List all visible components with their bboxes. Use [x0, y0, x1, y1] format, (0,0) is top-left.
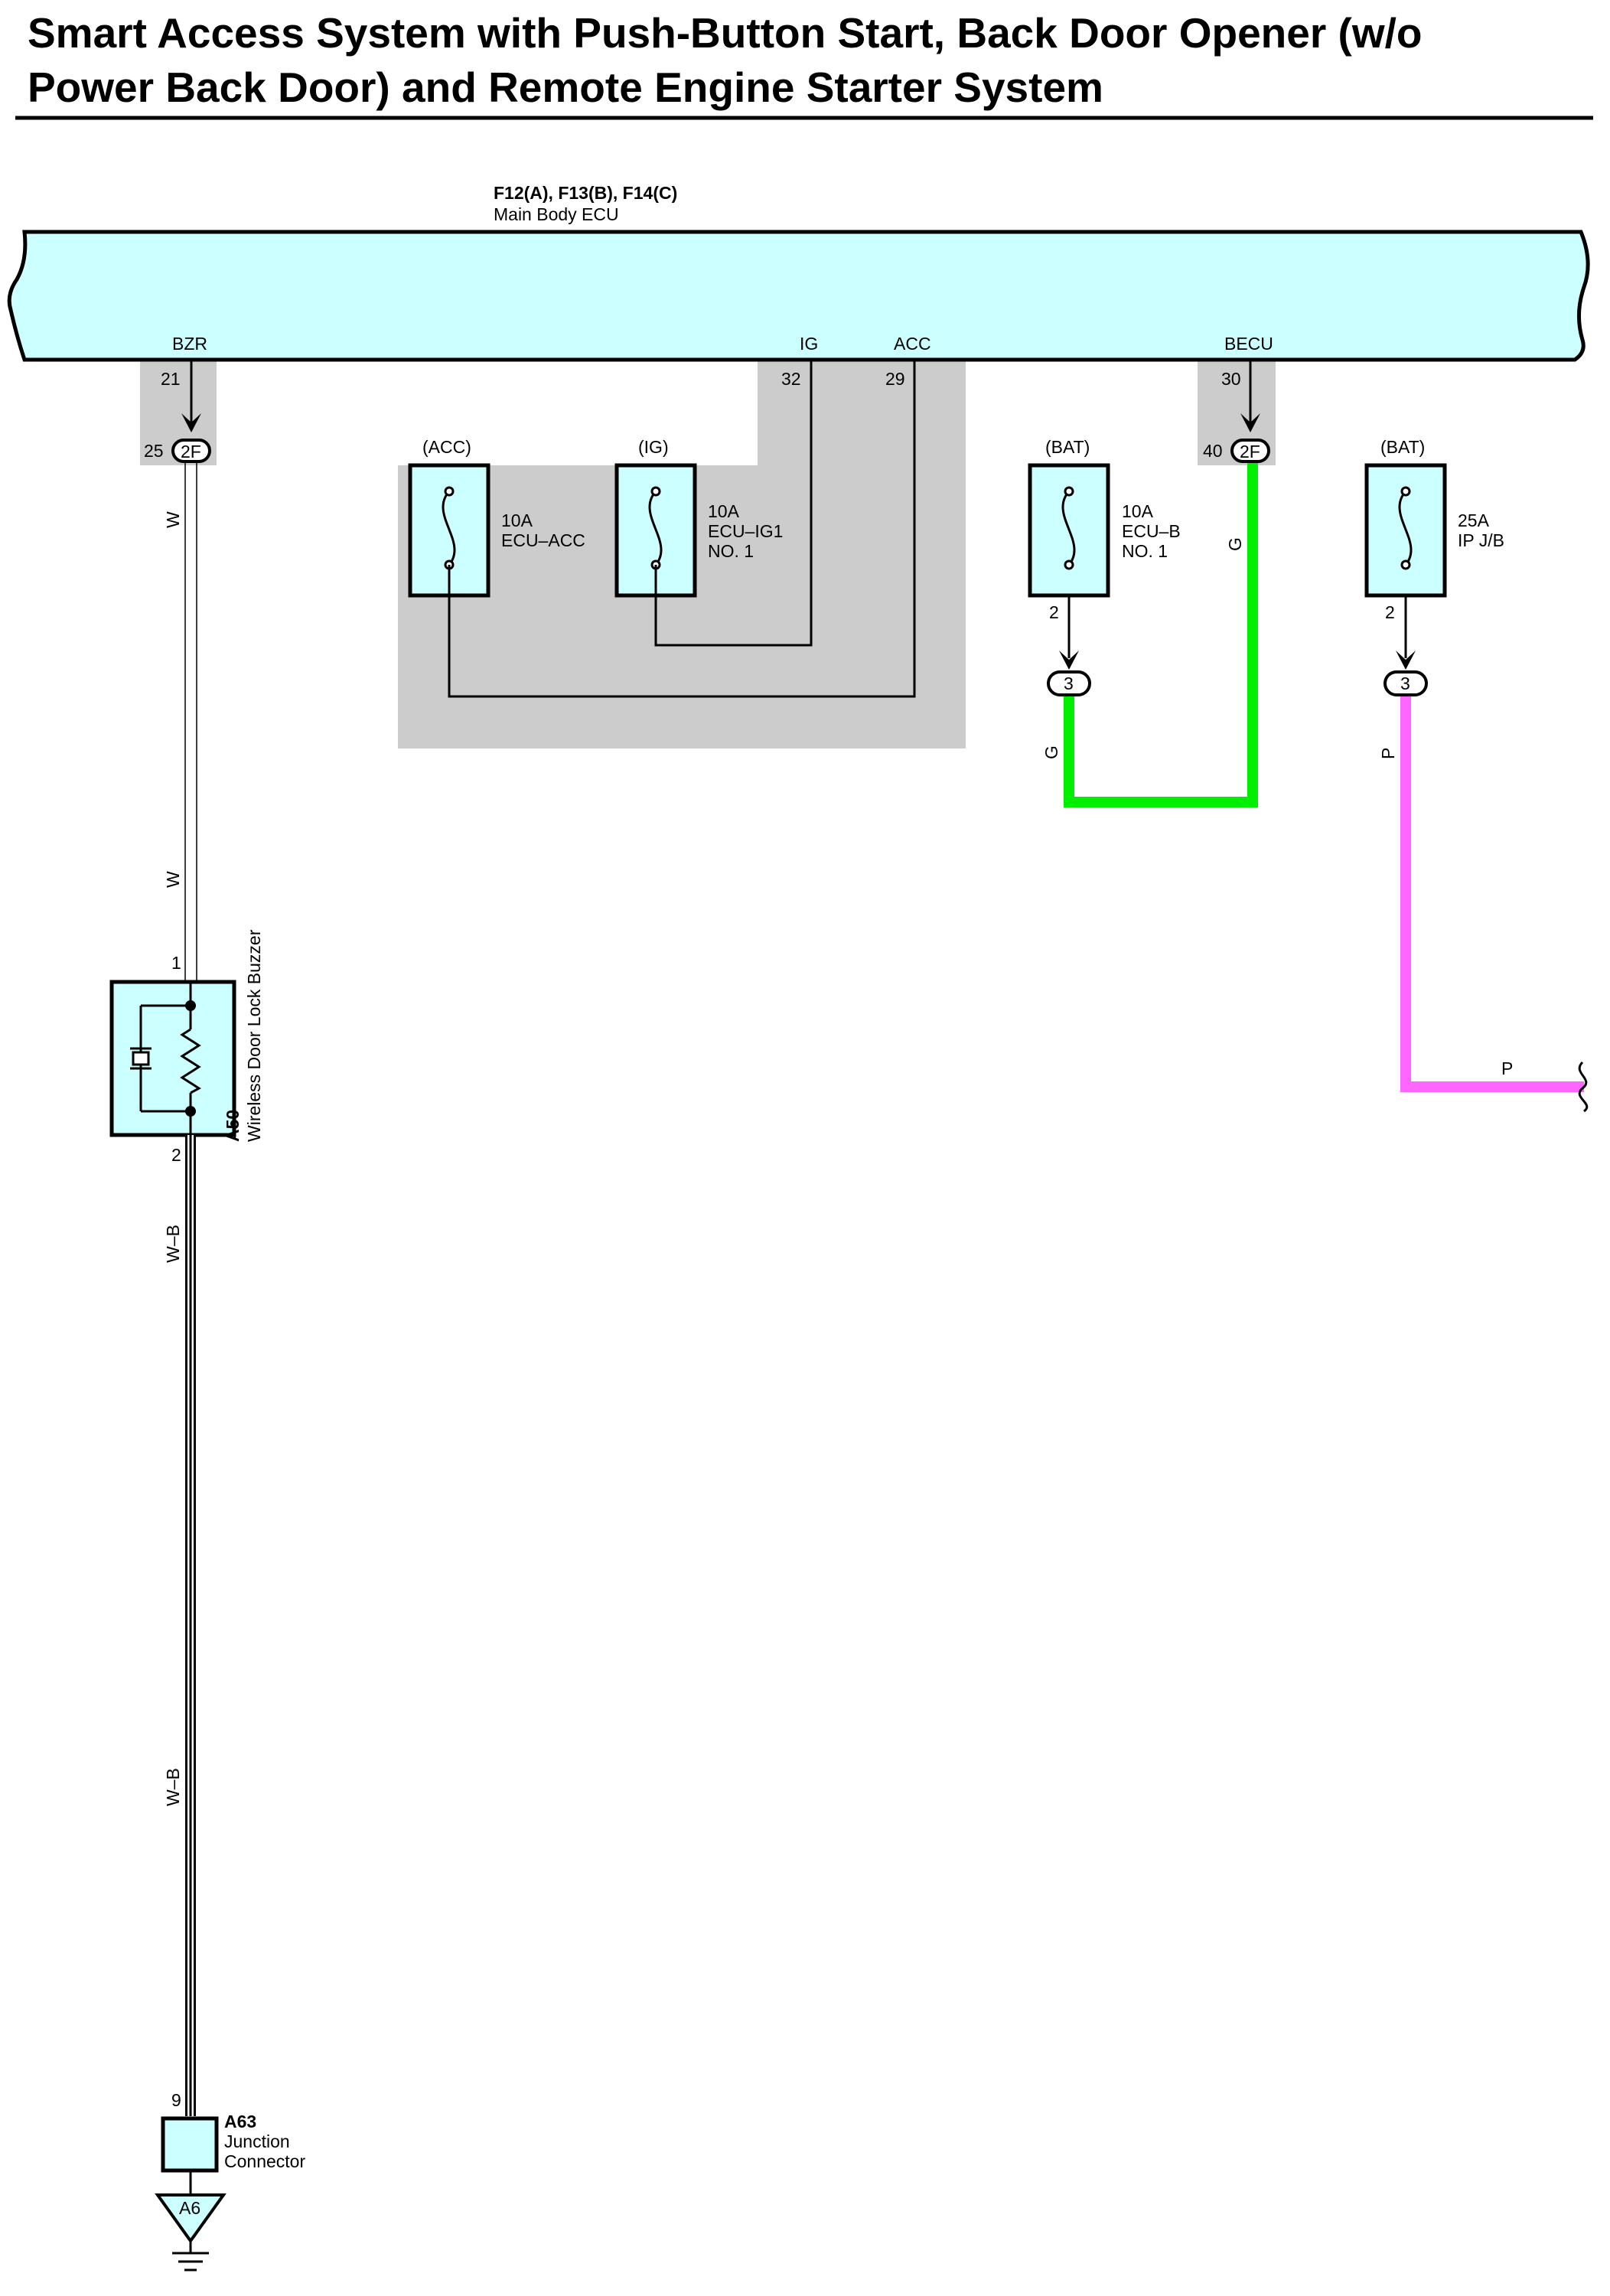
wire-g-label-1: G	[1041, 745, 1061, 759]
wire-break-icon	[1578, 1061, 1589, 1113]
wire-pink-p	[1400, 693, 1584, 1092]
wire-p-label-1: P	[1378, 748, 1398, 759]
fuse-ig-supply: (IG)	[638, 437, 669, 457]
fuse-ipjb-top-node	[1400, 486, 1411, 497]
fuse-ecu-acc-name: ECU–ACC	[501, 530, 585, 550]
junction-connector-a63-box	[161, 2116, 219, 2173]
fuse-ecu-acc-top-node	[444, 486, 455, 497]
fuse-ipjb-supply: (BAT)	[1380, 437, 1425, 457]
fuse-ecu-acc-rating: 10A	[501, 510, 533, 530]
junction-left-pin: 25	[144, 441, 164, 461]
ground-label: A6	[179, 2198, 200, 2218]
fuse-ipjb-pin: 2	[1385, 602, 1395, 622]
buzzer-node-bottom	[185, 1106, 196, 1117]
junction-connector-id: A63	[224, 2112, 256, 2131]
fuse-ipjb-name: IP J/B	[1458, 530, 1504, 550]
ground-icon	[172, 2241, 209, 2272]
junction-2f-right	[1230, 439, 1270, 463]
fuse-ecu-b-supply: (BAT)	[1045, 437, 1090, 457]
diagram-title-line-2: Power Back Door) and Remote Engine Start…	[28, 64, 1103, 111]
fuse-acc-supply: (ACC)	[422, 437, 471, 457]
bzr-arrow-icon	[181, 413, 201, 432]
fuse-ecu-ig1-name: ECU–IG1	[708, 521, 783, 541]
buzzer-pin-2: 2	[171, 1145, 181, 1165]
fuse-ecu-b-bottom-node	[1064, 559, 1074, 570]
acc-internal-wire	[448, 360, 916, 698]
junction-2f-right-label: 2F	[1240, 442, 1260, 461]
pin-becu-number: 30	[1221, 369, 1241, 389]
buzzer-id: A50	[223, 1110, 243, 1142]
fuse-ipjb-arrow-icon	[1396, 651, 1416, 670]
fuse-ecu-b-name2: NO. 1	[1122, 541, 1168, 561]
wire-w-label-1: W	[163, 511, 183, 528]
wire-wb-label-2: W–B	[163, 1768, 183, 1806]
terminal-becu-label: BECU	[1224, 334, 1273, 354]
pin-ig-number: 32	[781, 369, 801, 389]
wire-g-label-2: G	[1225, 537, 1245, 551]
buzzer-pin-1: 1	[171, 953, 181, 973]
connector-3-ecu-b	[1047, 670, 1091, 696]
fuse-ecu-b-name: ECU–B	[1122, 521, 1181, 541]
fuse-ecu-ig1-rating: 10A	[708, 501, 740, 521]
diagram-title-line-1: Smart Access System with Push-Button Sta…	[28, 9, 1423, 57]
junction-right-pin: 40	[1203, 441, 1223, 461]
fuse-ecu-ig1-top-node	[650, 486, 661, 497]
fuse-ecu-b-icon	[1061, 490, 1076, 566]
junction-2f-left	[171, 439, 211, 463]
ig-internal-wire	[654, 360, 813, 647]
ecu-connector-label: F12(A), F13(B), F14(C)	[494, 183, 677, 203]
pin-bzr-number: 21	[161, 369, 181, 389]
fuse-ecu-ig1-icon	[648, 490, 663, 566]
terminal-ig-label: IG	[800, 334, 818, 354]
fuse-ecu-b-arrow-icon	[1059, 651, 1079, 670]
pin-acc-number: 29	[885, 369, 905, 389]
buzzer-symbol-icon	[130, 982, 201, 1135]
fuse-ecu-b-top-node	[1064, 486, 1074, 497]
fuse-ecu-b-rating: 10A	[1122, 501, 1154, 521]
buzzer-node-top	[185, 1000, 196, 1011]
becu-arrow-icon	[1240, 413, 1260, 432]
junction-connector-pin: 9	[171, 2090, 181, 2110]
fuse-ipjb-icon	[1398, 490, 1413, 566]
wire-p-label-2: P	[1501, 1058, 1513, 1078]
terminal-acc-label: ACC	[894, 334, 931, 354]
wire-w-label-2: W	[163, 871, 183, 888]
connector-3-ipjb-label: 3	[1400, 673, 1410, 693]
wire-green-g	[1064, 461, 1258, 807]
fuse-ecu-b-pin: 2	[1049, 602, 1059, 622]
fuse-ipjb-bottom-node	[1400, 559, 1411, 570]
connector-3-ipjb	[1383, 670, 1428, 696]
wire-wb-label-1: W–B	[163, 1225, 183, 1263]
ecu-name-label: Main Body ECU	[494, 204, 619, 224]
terminal-bzr-label: BZR	[172, 334, 207, 354]
connector-3-ecu-b-label: 3	[1064, 673, 1074, 693]
junction-connector-line1: Junction	[224, 2131, 290, 2151]
ground-triangle	[155, 2193, 227, 2244]
junction-connector-line2: Connector	[224, 2151, 305, 2171]
fuse-ipjb-rating: 25A	[1458, 510, 1490, 530]
main-body-ecu-box	[7, 230, 1590, 362]
fuse-ecu-acc-icon	[442, 490, 456, 566]
junction-2f-left-label: 2F	[181, 442, 201, 461]
fuse-ecu-ig1-name2: NO. 1	[708, 541, 754, 561]
buzzer-name: Wireless Door Lock Buzzer	[244, 929, 264, 1142]
